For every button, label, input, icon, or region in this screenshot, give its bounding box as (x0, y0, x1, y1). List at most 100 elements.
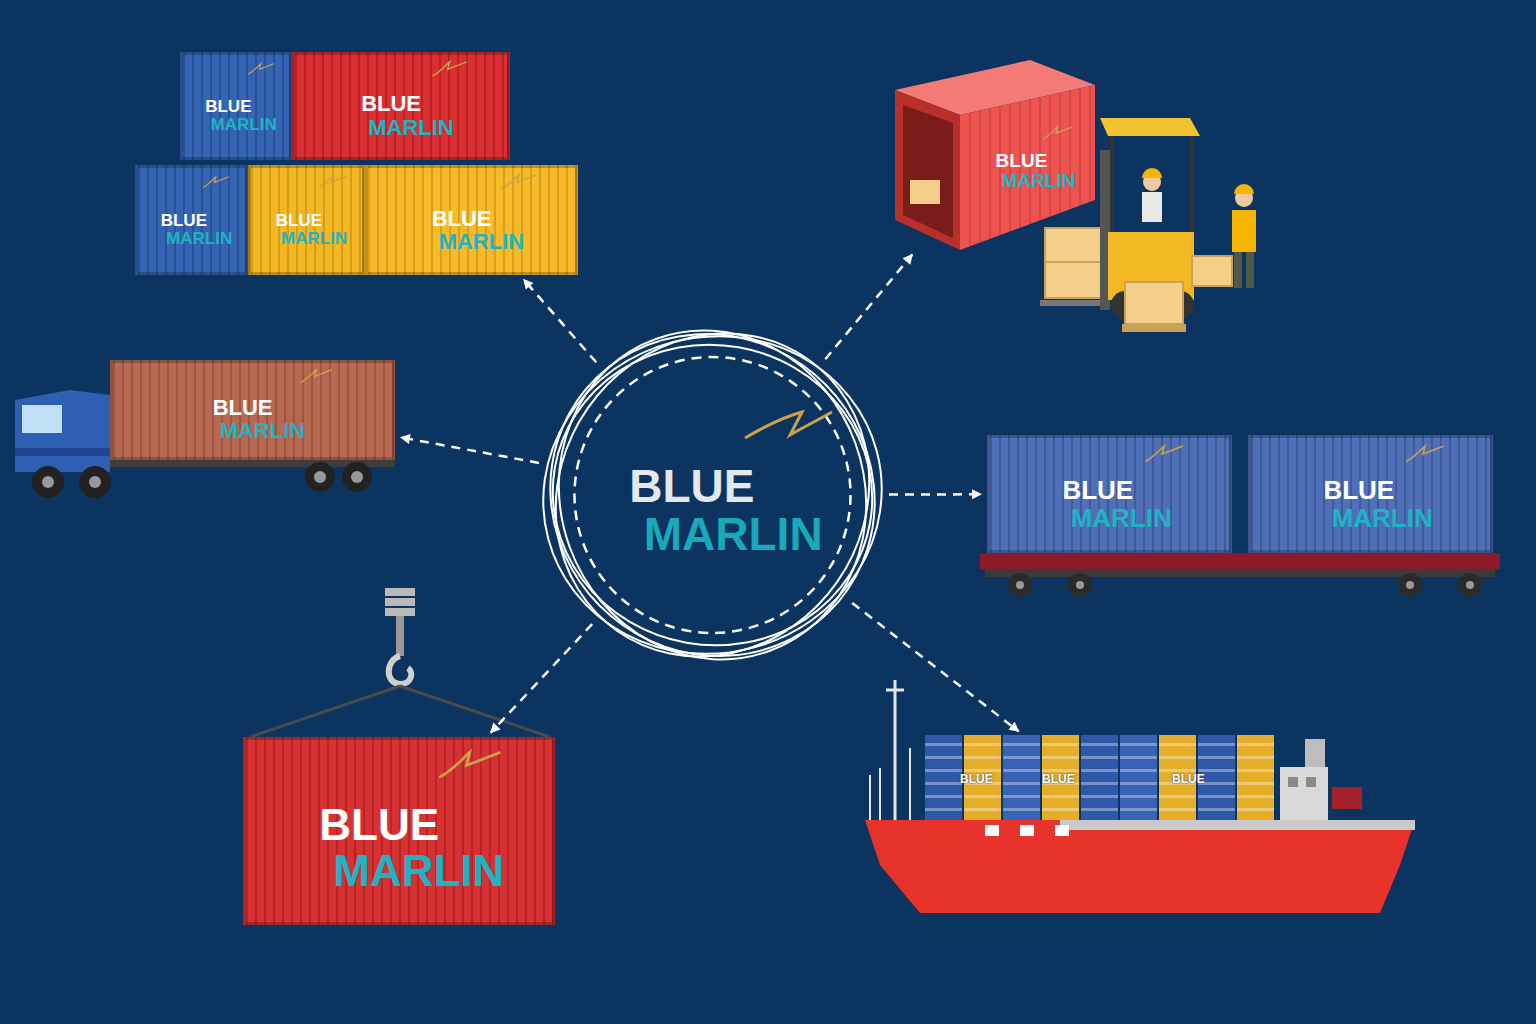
hoisted-container: BLUEMARLIN (243, 737, 555, 925)
forklift-scene (1045, 261, 1107, 263)
logo-word: BLUE (996, 151, 1048, 171)
container-end (895, 90, 960, 250)
forklift-scene (1125, 282, 1183, 324)
container-opening (903, 105, 953, 238)
container-stripe (1120, 743, 1157, 746)
deck-stripe (1060, 820, 1415, 830)
container-stripe (1081, 795, 1118, 798)
hull-window (985, 825, 999, 836)
container-stripe (1081, 769, 1118, 772)
container-shape (895, 60, 1095, 250)
deck-house (1332, 787, 1362, 809)
logo-word: BLUE (1323, 477, 1394, 504)
crane-hook (385, 588, 415, 596)
container-stripe (1198, 743, 1235, 746)
container-stripe (1237, 756, 1274, 759)
ship-mast (869, 775, 871, 822)
container-stripe (1237, 743, 1274, 746)
forklift-scene (1232, 210, 1256, 252)
truck (15, 448, 110, 456)
logo-word: BLUE (161, 212, 207, 230)
logo-word: MARLIN (1071, 505, 1172, 532)
logo-word: BLUE (960, 773, 993, 786)
hub-logo: BLUEMARLIN (540, 300, 885, 690)
loading-container: BLUEMARLIN (895, 60, 1095, 250)
hull-window (1020, 825, 1034, 836)
swirl-ring (540, 300, 885, 690)
truck (89, 476, 101, 488)
logo-word: MARLIN (333, 848, 504, 894)
container-stripe (1159, 769, 1196, 772)
ship-container (925, 735, 962, 820)
container-stripe (964, 808, 1001, 811)
logo-word: MARLIN (644, 510, 823, 558)
forklift-scene (1110, 136, 1114, 235)
marlin-logo-mark (247, 60, 275, 78)
swirl-ring (540, 319, 885, 670)
forklift-scene (1122, 324, 1186, 332)
container-stripe (1003, 756, 1040, 759)
rail-flatcar (985, 569, 1495, 577)
container-stripe (1081, 743, 1118, 746)
rail-container: BLUEMARLIN (987, 435, 1232, 553)
forklift-scene (1142, 192, 1162, 222)
ship-container (1237, 735, 1274, 820)
container-rib (969, 113, 971, 247)
forklift-scene (1100, 118, 1200, 136)
dashed-arrow (889, 493, 981, 496)
forklift-scene (1234, 252, 1242, 288)
container-stripe (964, 756, 1001, 759)
swirl-ring (540, 300, 885, 690)
container-stripe (925, 808, 962, 811)
container-stripe (1120, 769, 1157, 772)
dashed-ring (575, 357, 851, 633)
marlin-swoosh (745, 412, 832, 438)
logo-word: BLUE (276, 212, 322, 230)
container-stripe (925, 743, 962, 746)
container-stripe (1120, 795, 1157, 798)
rail-flatcar (1406, 581, 1414, 589)
logo-word: BLUE (205, 98, 251, 116)
container-stripe (1237, 795, 1274, 798)
marlin-logo-mark (1042, 125, 1073, 141)
truck (15, 390, 110, 472)
container-stripe (1237, 769, 1274, 772)
container-stripe (1120, 808, 1157, 811)
truck (79, 466, 111, 498)
dashed-arrow (852, 603, 1019, 731)
container-stripe (1159, 756, 1196, 759)
container: BLUEMARLIN (180, 52, 292, 160)
dashed-arrow (491, 624, 592, 733)
container-stripe (1081, 782, 1118, 785)
truck (22, 405, 62, 433)
container-stripe (1003, 743, 1040, 746)
truck (305, 462, 335, 492)
logo-word: MARLIN (166, 230, 232, 248)
forklift-scene (1142, 168, 1162, 178)
logo-word: MARLIN (220, 419, 306, 442)
logo-word: MARLIN (1002, 171, 1076, 191)
container-rib (1059, 93, 1061, 213)
container-stripe (964, 743, 1001, 746)
container-stripe (1198, 808, 1235, 811)
swirl-ring (540, 300, 885, 690)
logo-word: MARLIN (439, 230, 525, 253)
container-rib (1079, 88, 1081, 205)
ship-mast (886, 689, 904, 692)
truck (314, 471, 326, 483)
logo-word: BLUE (1062, 477, 1133, 504)
marlin-swoosh (439, 752, 500, 777)
container-rib (1069, 91, 1071, 210)
container-stripe (964, 795, 1001, 798)
hull (865, 820, 1415, 913)
crane-hook (250, 686, 400, 737)
container-stripe (1003, 782, 1040, 785)
container-stripe (925, 782, 962, 785)
marlin-logo-mark (202, 173, 230, 192)
marlin-swoosh (1146, 446, 1184, 461)
cargo-box (910, 180, 940, 204)
rail-flatcar (1008, 573, 1032, 597)
forklift-scene (1234, 184, 1254, 194)
container: BLUEMARLIN (292, 52, 510, 160)
